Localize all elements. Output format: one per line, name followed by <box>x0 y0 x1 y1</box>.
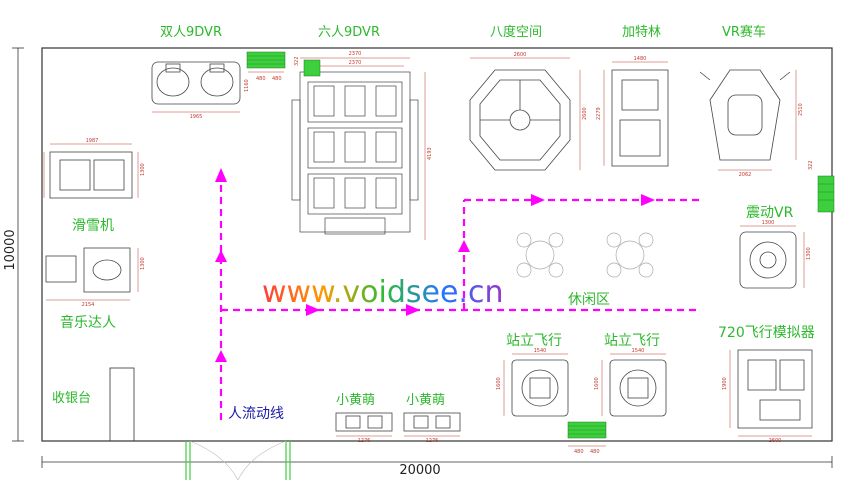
little-yellow-2-equipment <box>403 412 461 437</box>
standing-flight-2-dim-w: 1540 <box>632 348 645 354</box>
people-flow-path <box>219 178 700 420</box>
cashier-label: 收银台 <box>52 391 91 406</box>
vr-racing-label: VR赛车 <box>722 24 766 40</box>
bottom-center-panel <box>567 421 607 447</box>
entrance <box>185 440 291 480</box>
overall-width-dimension <box>41 456 833 468</box>
dual-9dvr-gap-dim: 480 <box>256 76 266 82</box>
shock-vr-dim-h: 1300 <box>806 247 812 260</box>
six-9dvr-dim-side: 322 <box>294 56 300 66</box>
standing-flight-1-label: 站立飞行 <box>506 333 562 349</box>
little-yellow-1-dim: 1276 <box>358 438 371 444</box>
ski-equipment <box>43 143 139 199</box>
standing-flight-2-label: 站立飞行 <box>604 333 660 349</box>
rest-area-label: 休闲区 <box>568 292 610 308</box>
standing-flight-1-equipment <box>503 353 569 417</box>
shock-vr-label: 震动VR <box>746 205 794 221</box>
flight-720-dim-h: 1900 <box>722 377 728 390</box>
vr-racing-dim-w: 2062 <box>739 172 752 178</box>
music-equipment <box>45 247 139 301</box>
shock-vr-equipment <box>739 225 805 289</box>
dual-9dvr-equipment <box>151 61 241 113</box>
gatling-dim-w: 1480 <box>634 56 647 62</box>
watermark: www.voidsee.cn <box>262 275 503 310</box>
overall-height-label: 10000 <box>3 229 18 270</box>
standing-flight-2-dim-h: 1600 <box>594 377 600 390</box>
dual-9dvr-dim-w: 1965 <box>190 114 203 120</box>
dual-9dvr-gap-dim-2: 480 <box>272 76 282 82</box>
music-dim-h: 1300 <box>140 257 146 270</box>
six-9dvr-dim-top: 2370 <box>349 51 362 57</box>
venue-outline <box>41 47 833 442</box>
standing-flight-1-dim-h: 1600 <box>496 377 502 390</box>
music-dim-w: 2154 <box>82 302 95 308</box>
little-yellow-2-label: 小黄萌 <box>406 393 445 408</box>
right-panel-dim: 322 <box>808 160 814 170</box>
standing-flight-2-equipment <box>601 353 667 417</box>
shock-vr-dim-w: 1300 <box>762 220 775 226</box>
dual-9dvr-dim-h: 1160 <box>244 79 250 92</box>
vr-racing-dim-h: 2510 <box>798 103 804 116</box>
dual-9dvr-panel <box>246 51 286 73</box>
right-side-panel <box>817 175 835 213</box>
ski-label: 滑雪机 <box>72 217 114 234</box>
gatling-dim-h: 2279 <box>596 107 602 120</box>
overall-width-label: 20000 <box>399 463 440 478</box>
little-yellow-1-equipment <box>335 412 393 437</box>
gatling-label: 加特林 <box>622 25 661 40</box>
flight-720-equipment <box>729 349 813 437</box>
cashier-desk <box>109 367 135 442</box>
dual-9dvr-label: 双人9DVR <box>160 25 222 40</box>
octa-space-dim-h: 2600 <box>582 107 588 120</box>
six-9dvr-label: 六人9DVR <box>318 25 380 40</box>
octa-space-dim-w: 2600 <box>514 52 527 58</box>
bottom-gap-dim-1: 480 <box>574 449 584 455</box>
rest-area-tables <box>516 232 654 278</box>
standing-flight-1-dim-w: 1540 <box>534 348 547 354</box>
vr-racing-equipment <box>699 69 797 171</box>
gatling-equipment <box>603 61 669 167</box>
six-9dvr-equipment <box>291 57 426 240</box>
bottom-gap-dim-2: 480 <box>590 449 600 455</box>
octa-space-equipment <box>469 57 581 171</box>
little-yellow-1-label: 小黄萌 <box>336 393 375 408</box>
music-label: 音乐达人 <box>60 314 116 331</box>
six-9dvr-dim-h: 4193 <box>427 147 433 160</box>
six-9dvr-side-panel <box>303 59 321 77</box>
six-9dvr-dim-top-2: 2370 <box>349 60 362 66</box>
overall-height-dimension <box>12 47 24 442</box>
ski-dim-w: 1987 <box>86 138 99 144</box>
octa-space-label: 八度空间 <box>490 24 542 40</box>
flow-line-label: 人流动线 <box>228 406 284 422</box>
little-yellow-2-dim: 1276 <box>426 438 439 444</box>
flight-720-label: 720飞行模拟器 <box>718 325 815 341</box>
flow-arrowheads <box>215 168 655 362</box>
ski-dim-h: 1300 <box>140 163 146 176</box>
flight-720-dim-w: 2600 <box>769 438 782 444</box>
